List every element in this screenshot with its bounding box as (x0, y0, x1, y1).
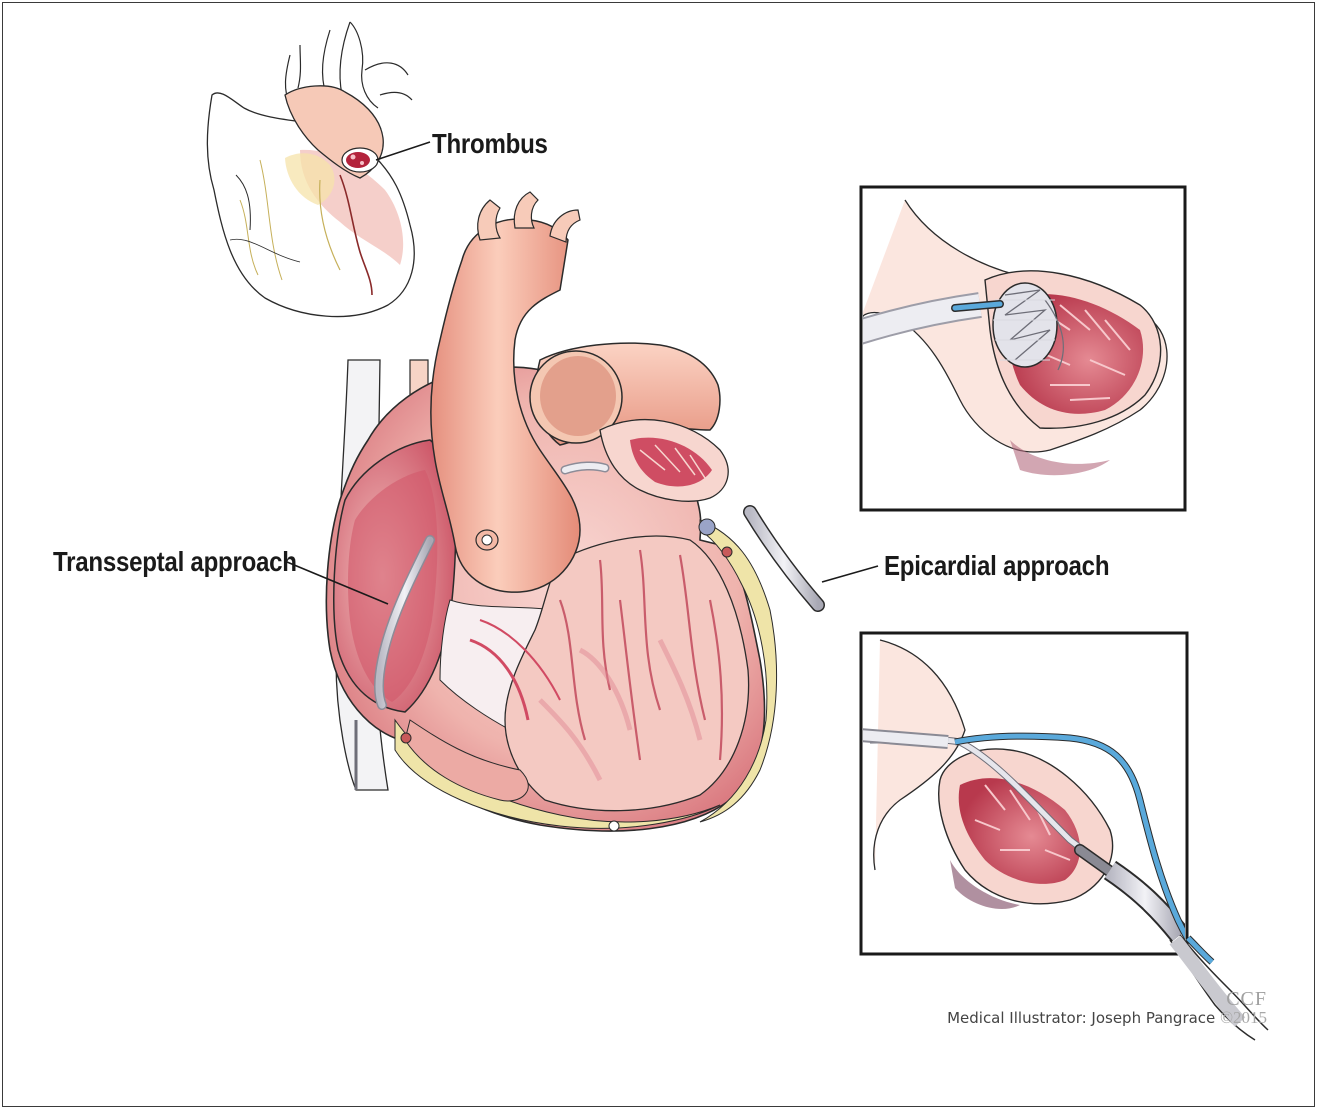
inset-epicardial-device (860, 633, 1268, 1040)
small-heart-overview (207, 22, 430, 317)
illustrator-credit: Medical Illustrator: Joseph Pangrace ©20… (947, 1008, 1267, 1028)
thrombus-label: Thrombus (432, 128, 548, 160)
epicardial-approach-label: Epicardial approach (884, 550, 1109, 582)
inset-occlusion-device (850, 187, 1185, 510)
transseptal-approach-label: Transseptal approach (53, 546, 297, 578)
illustrator-name: Medical Illustrator: Joseph Pangrace (947, 1009, 1215, 1027)
copyright-year: ©2015 (1220, 1008, 1267, 1027)
epicardial-leader-line (822, 566, 878, 582)
